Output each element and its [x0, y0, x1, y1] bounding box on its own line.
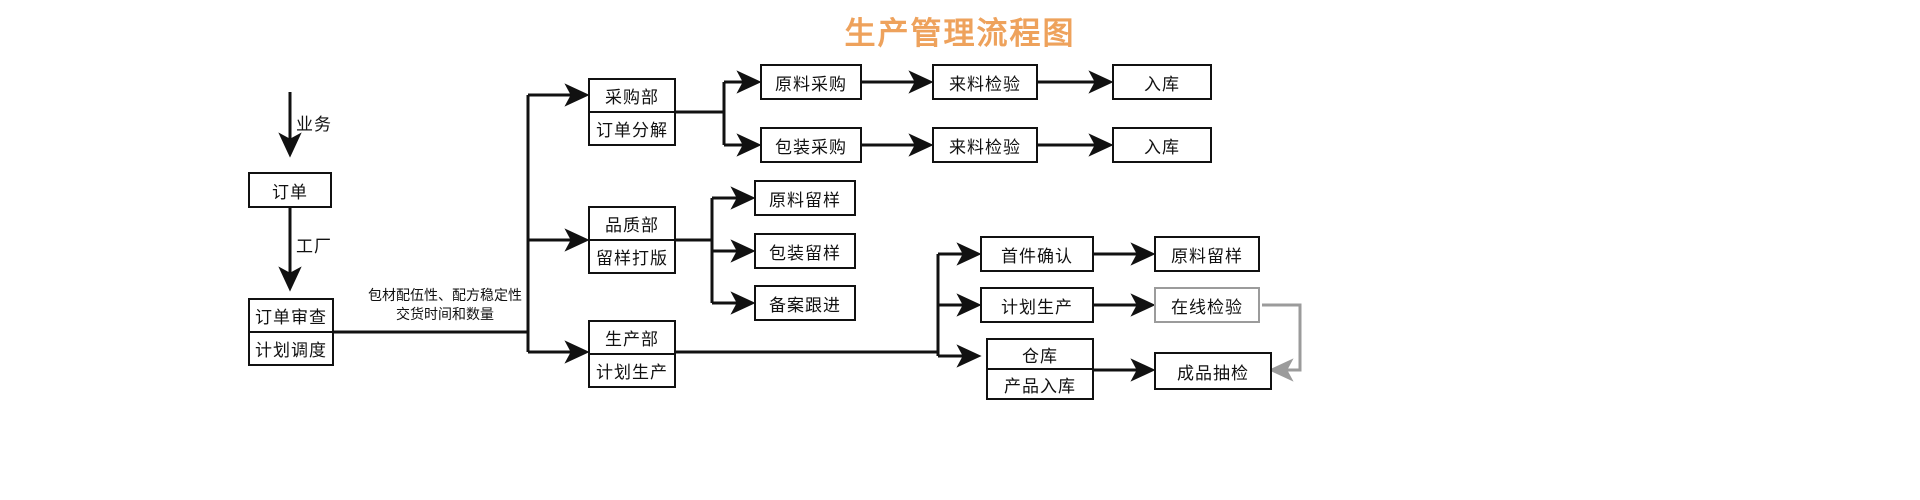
edge-label-factory: 工厂 — [296, 237, 332, 256]
edge-label-business: 业务 — [296, 115, 332, 134]
node-online-inspection-line1: 在线检验 — [1171, 297, 1243, 317]
node-incoming-inspection-1-line1: 来料检验 — [949, 74, 1021, 94]
node-warehouse-in-1-line1: 入库 — [1144, 74, 1180, 94]
page-title: 生产管理流程图 — [844, 16, 1076, 51]
node-warehouse-in-2-line1: 入库 — [1144, 137, 1180, 157]
node-plan-production[interactable]: 计划生产 — [980, 287, 1094, 323]
node-incoming-inspection-2-line1: 来料检验 — [949, 137, 1021, 157]
node-quality-dept-line1: 品质部 — [590, 208, 674, 241]
node-record-follow-line1: 备案跟进 — [769, 295, 841, 315]
node-order-review-line2: 计划调度 — [255, 341, 327, 360]
node-record-follow[interactable]: 备案跟进 — [754, 285, 856, 321]
trunk-annotation: 包材配伍性、配方稳定性 交货时间和数量 — [340, 286, 550, 324]
node-incoming-inspection-2[interactable]: 来料检验 — [932, 127, 1038, 163]
node-purchasing-dept-line2: 订单分解 — [596, 121, 668, 140]
node-order-review-line1: 订单审查 — [250, 300, 332, 333]
node-order[interactable]: 订单 — [248, 172, 332, 208]
node-storehouse[interactable]: 仓库 产品入库 — [986, 338, 1094, 400]
node-production-dept[interactable]: 生产部 计划生产 — [588, 320, 676, 388]
node-first-article[interactable]: 首件确认 — [980, 236, 1094, 272]
node-plan-production-line1: 计划生产 — [1001, 297, 1073, 317]
node-material-purchase-line1: 原料采购 — [775, 74, 847, 94]
trunk-annotation-line1: 包材配伍性、配方稳定性 — [368, 287, 522, 303]
node-order-review[interactable]: 订单审查 计划调度 — [248, 298, 334, 366]
node-package-sample[interactable]: 包装留样 — [754, 233, 856, 269]
node-quality-dept-line2: 留样打版 — [596, 249, 668, 268]
node-package-purchase[interactable]: 包装采购 — [760, 127, 862, 163]
node-material-sample[interactable]: 原料留样 — [754, 180, 856, 216]
node-purchasing-dept[interactable]: 采购部 订单分解 — [588, 78, 676, 146]
node-production-dept-line2: 计划生产 — [596, 363, 668, 382]
node-production-dept-line1: 生产部 — [590, 322, 674, 355]
node-material-sample-2[interactable]: 原料留样 — [1154, 236, 1260, 272]
node-warehouse-in-1[interactable]: 入库 — [1112, 64, 1212, 100]
node-first-article-line1: 首件确认 — [1001, 246, 1073, 266]
node-online-inspection[interactable]: 在线检验 — [1154, 287, 1260, 323]
node-quality-dept[interactable]: 品质部 留样打版 — [588, 206, 676, 274]
node-incoming-inspection-1[interactable]: 来料检验 — [932, 64, 1038, 100]
node-warehouse-in-2[interactable]: 入库 — [1112, 127, 1212, 163]
trunk-annotation-line2: 交货时间和数量 — [396, 305, 494, 322]
node-material-purchase[interactable]: 原料采购 — [760, 64, 862, 100]
node-material-sample-2-line1: 原料留样 — [1171, 246, 1243, 266]
node-storehouse-line2: 产品入库 — [1004, 376, 1076, 396]
node-purchasing-dept-line1: 采购部 — [590, 80, 674, 113]
node-finished-check-line1: 成品抽检 — [1177, 363, 1249, 383]
node-storehouse-line1: 仓库 — [988, 340, 1092, 370]
node-order-line1: 订单 — [272, 182, 308, 202]
node-material-sample-line1: 原料留样 — [769, 190, 841, 210]
node-finished-check[interactable]: 成品抽检 — [1154, 352, 1272, 390]
node-package-sample-line1: 包装留样 — [769, 243, 841, 263]
node-package-purchase-line1: 包装采购 — [775, 137, 847, 157]
